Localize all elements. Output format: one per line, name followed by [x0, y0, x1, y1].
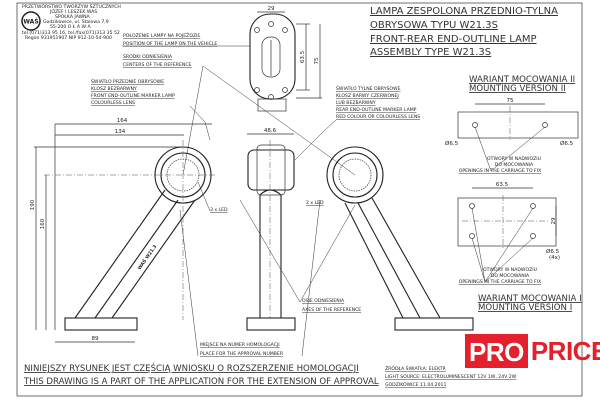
mounting-v1-title: MOUNTING VERSION I: [478, 303, 572, 313]
mounting-v1-title: WARIANT MOCOWANIA I: [478, 294, 582, 304]
footer-date: GODZIKOWICE 11.04.2011: [385, 382, 446, 388]
front-view-lamp: WAŚ W21.3 3 x LED: [64, 140, 228, 331]
label-position: POŁOŻENIE LAMPY NA POJEŹDZIE: [123, 31, 200, 39]
company-line: Godzikowice, ul. Stalowa 7,9: [43, 19, 109, 25]
label-rear-light: ŚWIATŁO TYLNE OBRYSOWE: [336, 85, 401, 92]
label-openings: DO MOCOWANIA: [491, 273, 530, 279]
company-logo-text: WAŚ: [23, 19, 38, 26]
title-line: OBRYSOWA TYPU W21.3S: [370, 20, 498, 31]
footer-statement: THIS DRAWING IS A PART OF THE APPLICATIO…: [23, 377, 379, 387]
dim-v1-hole: Ø6.5: [546, 248, 560, 255]
label-axes: AXES OF THE REFERENCE: [302, 307, 361, 313]
mounting-version-1: 63.5 29 Ø6.5 (4x) OTWORY W NADWOZIU DO M…: [457, 182, 582, 313]
label-axes: OSIE ODNIESIENIA: [302, 298, 345, 304]
footer-source: LIGHT SOURCE: ELECTROLUMINESCENT 12V 1W,…: [385, 374, 517, 380]
label-approval-place: PLACE FOR THE APPROVAL NUMBER: [200, 351, 284, 357]
company-line: Regon 931951907 NIP 912-10-54-900: [25, 35, 112, 41]
propricep-watermark-logo: PRO PRICEP: [465, 334, 600, 368]
drawing-title: LAMPA ZESPOLONA PRZEDNIO-TYLNA OBRYSOWA …: [370, 6, 558, 58]
dim-190: 190: [30, 199, 36, 210]
dim-134: 134: [115, 129, 126, 135]
mounting-v2-title: MOUNTING VERSION II: [469, 84, 566, 94]
dim-v2-hole-right: Ø6.5: [560, 140, 574, 147]
rear-view-lamp: [326, 146, 474, 331]
dim-v2-hole-left: Ø6.5: [445, 140, 459, 147]
title-line: FRONT-REAR END-OUTLINE LAMP: [370, 34, 537, 45]
label-openings: OPENINGS IN THE CARRIAGE TO FIX: [459, 279, 541, 285]
dim-top-width: 29: [268, 6, 275, 12]
label-openings: DO MOCOWANIA: [495, 162, 534, 168]
footer-statement: NINIEJSZY RYSUNEK JEST CZĘŚCIĄ WNIOSKU O…: [24, 362, 359, 374]
title-line: ASSEMBLY TYPE W21.3S: [370, 47, 491, 58]
label-rear-light: RED COLOUR OR COLOURLESS LENS: [336, 114, 420, 120]
watermark-pro: PRO: [465, 334, 528, 368]
company-line: 55-200 O Ł A W A: [50, 24, 91, 30]
dim-v1-count: (4x): [549, 255, 560, 261]
label-front-light: ŚWIATŁO PRZEDNIE OBRYSOWE: [91, 78, 164, 85]
dim-48-6: 48.6: [264, 128, 277, 134]
mounting-v2-title: WARIANT MOCOWANIA II: [469, 75, 575, 85]
company-logo-icon: [21, 11, 41, 31]
label-openings: OPENINGS IN THE CARRIAGE TO FIX: [459, 168, 541, 174]
dim-top-h1: 63.5: [300, 50, 306, 63]
label-rear-light: REAR END-OUTLINE MARKER LAMP: [336, 107, 417, 113]
title-line: LAMPA ZESPOLONA PRZEDNIO-TYLNA: [370, 6, 558, 17]
company-line: tel.(071)313 95 16, tel./fax(071)313 35 …: [22, 30, 120, 36]
company-header: WAŚ PRZETWÓRSTWO TWORZYW SZTUCZNYCH JÓZE…: [21, 3, 121, 41]
dim-top-h2: 75: [314, 57, 320, 64]
top-view: 29 63.5 75: [249, 6, 322, 112]
dim-v1-height: 29: [551, 217, 557, 224]
company-line: JÓZEF I LESZEK WAŚ: [49, 8, 97, 15]
sheet-border: [16, 2, 583, 397]
label-rear-light: LUB BEZBARWNY: [336, 100, 376, 106]
label-front-light: COLOURLESS LENS: [91, 100, 135, 106]
label-openings: OTWORY W NADWOZIU: [487, 156, 541, 162]
dim-89: 89: [92, 336, 99, 342]
label-front-light: KLOSZ BEZBARWNY: [91, 86, 137, 92]
label-approval-place: MIEJSCE NA NUMER HOMOLOGACJI: [200, 342, 280, 348]
footer: NINIEJSZY RYSUNEK JEST CZĘŚCIĄ WNIOSKU O…: [23, 362, 517, 388]
label-position: POSITION OF THE LAMP ON THE VEHICLE: [123, 41, 217, 47]
mounting-version-2: WARIANT MOCOWANIA II MOUNTING VERSION II…: [445, 75, 579, 174]
watermark-pricep: PRICEP: [530, 336, 600, 366]
label-openings: OTWORY W NADWOZIU: [483, 267, 537, 273]
label-centers: CENTERS OF THE REFERENCE: [123, 62, 192, 68]
company-line: PRZETWÓRSTWO TWORZYW SZTUCZNYCH: [22, 3, 121, 10]
dim-160: 160: [40, 218, 46, 229]
axes-and-approval-labels: OSIE ODNIESIENIA AXES OF THE REFERENCE M…: [179, 199, 361, 357]
label-led-rear: 2 x LED: [306, 200, 324, 206]
company-line: SPÓŁKA JAWNA: [55, 13, 91, 20]
dim-v2-span: 75: [507, 98, 514, 104]
side-view-lamp: 48.6 2 x LED: [246, 128, 324, 331]
footer-source: ŹRÓDŁA ŚWIATŁA: ELEKTR: [385, 364, 447, 372]
label-rear-light: KLOSZ BARWY CZERWONEJ: [336, 93, 399, 99]
dim-164: 164: [117, 118, 128, 124]
label-front-light: FRONT END-OUTLINE MARKER LAMP: [91, 93, 175, 99]
label-led-front: 3 x LED: [210, 207, 228, 213]
front-view-dimensions: 164 134 190 160 89: [30, 118, 215, 343]
dim-v1-span: 63.5: [496, 182, 509, 188]
callout-labels: POŁOŻENIE LAMPY NA POJEŹDZIE POSITION OF…: [91, 31, 420, 176]
label-centers: ŚRODKI ODNIESIENIA: [123, 53, 173, 60]
